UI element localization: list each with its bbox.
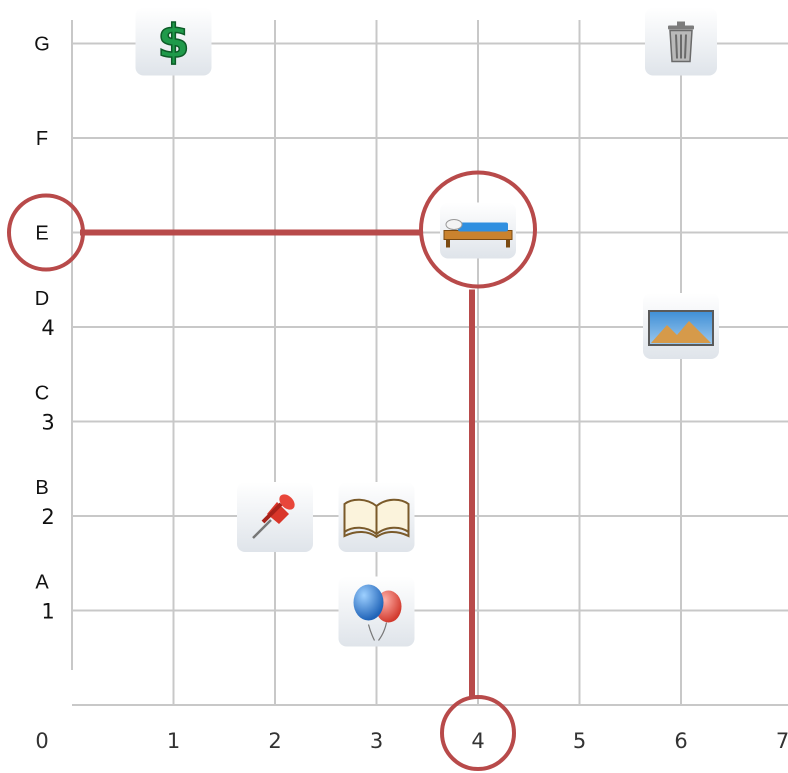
y-number-label: 1 bbox=[41, 600, 54, 624]
x-tick-label: 1 bbox=[167, 729, 180, 753]
grid-lines bbox=[71, 20, 788, 706]
picture-icon bbox=[643, 293, 719, 359]
y-letter-label: A bbox=[35, 572, 49, 594]
y-number-label: 3 bbox=[41, 411, 54, 435]
axis-labels: 0 1 2 3 4 5 6 7 A B C D E F G 1 2 3 4 bbox=[34, 34, 788, 754]
trash-icon bbox=[645, 7, 717, 76]
y-letter-label: C bbox=[35, 383, 49, 405]
y-letter-label: D bbox=[35, 288, 49, 310]
bed-icon bbox=[440, 202, 516, 259]
x-tick-label: 5 bbox=[573, 729, 586, 753]
balloons-icon bbox=[338, 576, 415, 647]
x-tick-label: 3 bbox=[370, 729, 383, 753]
svg-text:$: $ bbox=[157, 15, 189, 69]
y-letter-label: F bbox=[36, 128, 48, 150]
y-letter-label: G bbox=[34, 34, 50, 56]
book-icon bbox=[338, 482, 415, 552]
x-tick-label: 6 bbox=[674, 729, 687, 753]
row-label-circle bbox=[7, 193, 85, 272]
y-letter-label: B bbox=[35, 477, 48, 499]
x-tick-label: 2 bbox=[268, 729, 281, 753]
target-cell-circle bbox=[419, 170, 537, 289]
dollar-icon: $ bbox=[135, 7, 212, 76]
pushpin-icon bbox=[237, 482, 313, 552]
highlight-guides bbox=[80, 229, 475, 697]
icons-layer: $ bbox=[135, 7, 719, 647]
x-tick-label: 0 bbox=[35, 729, 48, 753]
y-letter-label: E bbox=[35, 223, 48, 245]
y-number-label: 2 bbox=[41, 505, 54, 529]
x-tick-label: 4 bbox=[471, 729, 484, 753]
y-number-label: 4 bbox=[41, 316, 54, 340]
highlight-circles bbox=[7, 170, 537, 771]
column-label-circle bbox=[440, 695, 516, 771]
x-tick-label: 7 bbox=[776, 729, 788, 753]
